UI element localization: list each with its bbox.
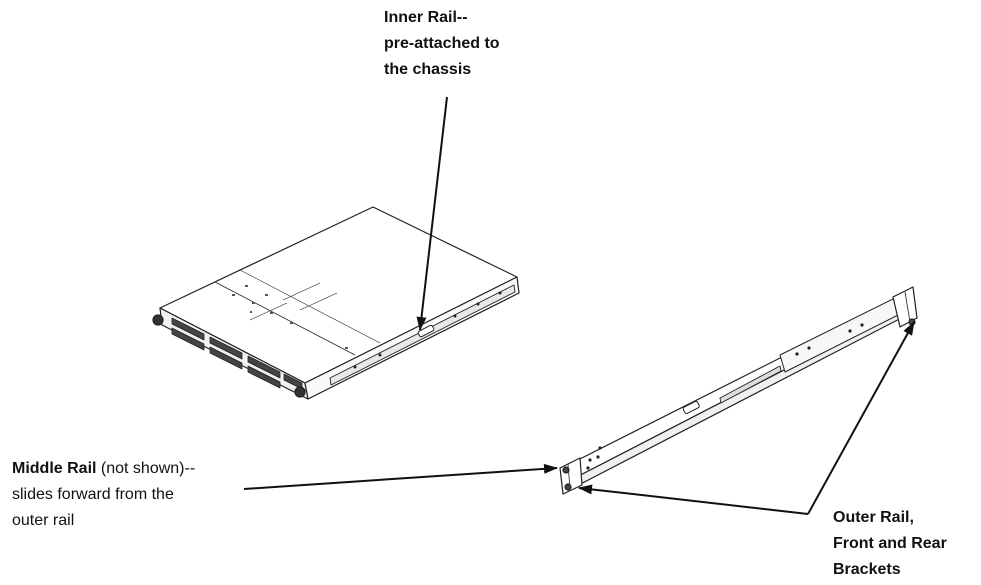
outer-rail-label: Outer Rail, Front and Rear Brackets (833, 505, 947, 583)
server-chassis-drawing (152, 206, 520, 400)
callout-arrows (243, 96, 915, 515)
middle-rail-label-rest: (not shown)-- (96, 460, 196, 477)
middle-rail-label-line3: outer rail (12, 512, 75, 529)
outer-rail-label-line1: Outer Rail, (833, 509, 914, 526)
inner-rail-label-line2: pre-attached to (384, 35, 500, 52)
middle-rail-label: Middle Rail (not shown)-- slides forward… (12, 456, 195, 534)
outer-rail-rear-arrow (807, 321, 915, 515)
outer-rail-label-line3: Brackets (833, 561, 901, 578)
middle-rail-label-line1: Middle Rail (not shown)-- (12, 456, 195, 482)
outer-rail-drawing (559, 286, 918, 495)
outer-rail-label-line2: Front and Rear (833, 535, 947, 552)
outer-rail-front-arrow (578, 484, 809, 515)
middle-rail-label-line2: slides forward from the (12, 486, 174, 503)
inner-rail-label-line1: Inner Rail-- (384, 9, 468, 26)
inner-rail-arrow (416, 96, 448, 331)
middle-rail-label-bold: Middle Rail (12, 460, 97, 477)
middle-rail-arrow (243, 463, 558, 490)
inner-rail-label: Inner Rail-- pre-attached to the chassis (384, 5, 500, 83)
inner-rail-label-line3: the chassis (384, 61, 472, 78)
